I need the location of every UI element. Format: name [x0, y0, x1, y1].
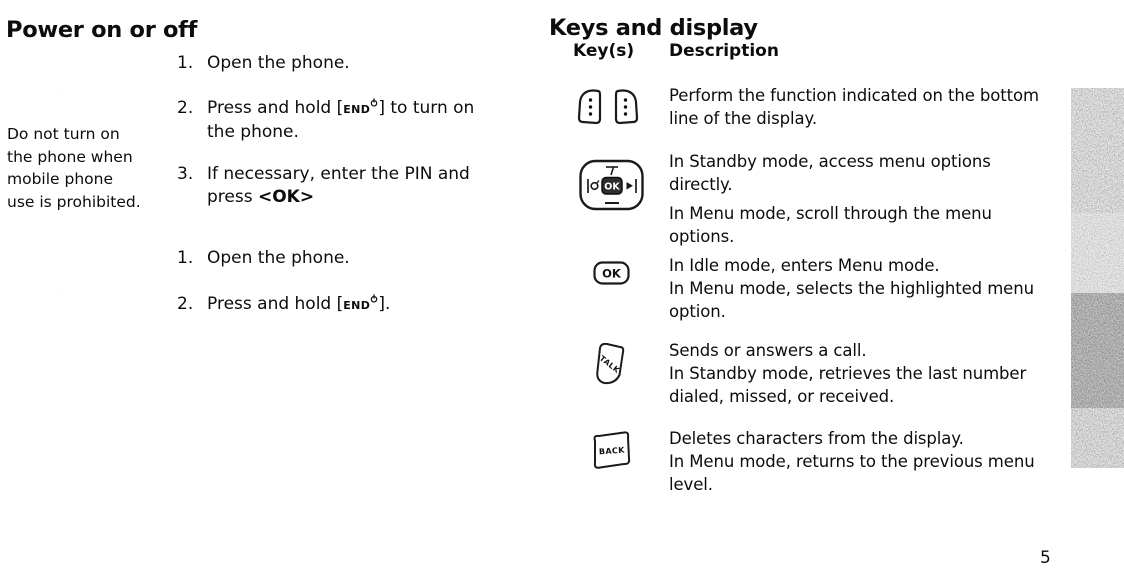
- description-line: Deletes characters from the display.: [669, 429, 964, 448]
- step-line: the phone.: [207, 122, 299, 142]
- step-text: Press and hold [END].: [207, 293, 390, 317]
- back-key-icon: BACK: [593, 431, 631, 469]
- description-line: In Menu mode, returns to the previous me…: [669, 452, 1035, 471]
- step-number: 1.: [177, 248, 194, 268]
- back-key-label: BACK: [599, 446, 626, 457]
- description-line: line of the display.: [669, 109, 817, 128]
- step-power-off-1: 1. Open the phone.: [177, 247, 350, 270]
- key-description: In Idle mode, enters Menu mode. In Menu …: [669, 254, 1034, 323]
- description-line: In Standby mode, access menu options: [669, 152, 991, 171]
- step-line: press <OK>: [207, 186, 470, 209]
- power-symbol-icon: [371, 98, 378, 107]
- margin-note-line: the phone when: [7, 147, 133, 166]
- page-number: 5: [1040, 548, 1051, 568]
- step-number: 2.: [177, 98, 194, 118]
- page-title: Power on or off: [6, 17, 198, 44]
- step-number: 3.: [177, 164, 194, 184]
- navigation-key-icon: OK: [579, 159, 644, 211]
- step-text-segment: Press and hold [: [207, 294, 344, 314]
- left-soft-key-icon: [577, 89, 602, 125]
- step-power-on-2: 2. Press and hold [END ] to turn on the p…: [177, 97, 474, 144]
- description-line: In Menu mode, scroll through the menu: [669, 204, 992, 223]
- key-table-row: OK In Idle mode, enters Menu mode. In Me…: [569, 254, 1121, 323]
- section-title-keys: Keys and display: [549, 15, 758, 42]
- description-line: directly.: [669, 175, 733, 194]
- nav-key-ok-label: OK: [604, 182, 620, 193]
- note-texture-bottom: [0, 242, 146, 338]
- step-text-segment: ].: [378, 294, 391, 314]
- margin-note: Do not turn on the phone when mobile pho…: [7, 123, 141, 213]
- margin-note-line: mobile phone: [7, 170, 114, 188]
- key-table-row: TALK Sends or answers a call. In Standby…: [569, 339, 1121, 408]
- column-header-keys: Key(s): [573, 41, 635, 61]
- ok-key-label: OK: [602, 267, 622, 281]
- description-line: Perform the function indicated on the bo…: [669, 86, 1040, 105]
- description-line: Sends or answers a call.: [669, 341, 867, 360]
- description-line: level.: [669, 475, 713, 494]
- description-line: options.: [669, 227, 735, 246]
- scan-binding-texture: [1071, 88, 1124, 468]
- step-text: Open the phone.: [207, 248, 350, 268]
- description-line: In Idle mode, enters Menu mode.: [669, 256, 940, 275]
- description-line: option.: [669, 302, 726, 321]
- description-line: In Menu mode, selects the highlighted me…: [669, 279, 1034, 298]
- ok-key-icon: OK: [593, 261, 630, 285]
- step-text: If necessary, enter the PIN and press <O…: [207, 163, 470, 209]
- step-text-segment: Press and hold [: [207, 98, 344, 118]
- key-cell: OK: [569, 254, 669, 323]
- key-table-row: Perform the function indicated on the bo…: [569, 84, 1121, 130]
- key-cell: BACK: [569, 427, 669, 496]
- step-line: Press and hold [END ] to turn on: [207, 97, 474, 121]
- step-power-off-2: 2. Press and hold [END].: [177, 293, 390, 317]
- description-line: In Standby mode, retrieves the last numb…: [669, 364, 1027, 383]
- column-header-description: Description: [669, 41, 779, 61]
- step-text-segment: ] to turn on: [378, 98, 475, 118]
- step-line: If necessary, enter the PIN and: [207, 164, 470, 184]
- step-power-on-1: 1. Open the phone.: [177, 52, 350, 75]
- talk-key-icon: TALK: [596, 342, 625, 385]
- right-soft-key-icon: [614, 89, 639, 125]
- note-texture-top: [2, 40, 152, 232]
- key-description: In Standby mode, access menu options dir…: [669, 150, 992, 248]
- key-table-row: OK In Standby mode, access menu options …: [569, 150, 1121, 248]
- margin-note-line: use is prohibited.: [7, 192, 141, 211]
- key-table-row: BACK Deletes characters from the display…: [569, 427, 1121, 496]
- step-power-on-3: 3. If necessary, enter the PIN and press…: [177, 163, 470, 209]
- power-symbol-icon: [371, 294, 378, 303]
- key-cell: OK: [569, 150, 669, 248]
- end-key-label: END: [343, 299, 371, 312]
- margin-note-line: Do not turn on: [7, 125, 120, 143]
- key-description: Perform the function indicated on the bo…: [669, 84, 1039, 130]
- key-description: Deletes characters from the display. In …: [669, 427, 1035, 496]
- end-key-label: END: [343, 103, 371, 116]
- ok-softkey-label: <OK>: [257, 187, 315, 207]
- step-line: Press and hold [END].: [207, 293, 390, 317]
- step-text-segment: press: [207, 187, 258, 207]
- description-line: dialed, missed, or received.: [669, 387, 895, 406]
- step-text: Open the phone.: [207, 53, 350, 73]
- key-cell: [569, 84, 669, 130]
- step-text: Press and hold [END ] to turn on the phon…: [207, 97, 474, 144]
- step-number: 2.: [177, 294, 194, 314]
- step-number: 1.: [177, 53, 194, 73]
- key-cell: TALK: [569, 339, 669, 408]
- key-description: Sends or answers a call. In Standby mode…: [669, 339, 1026, 408]
